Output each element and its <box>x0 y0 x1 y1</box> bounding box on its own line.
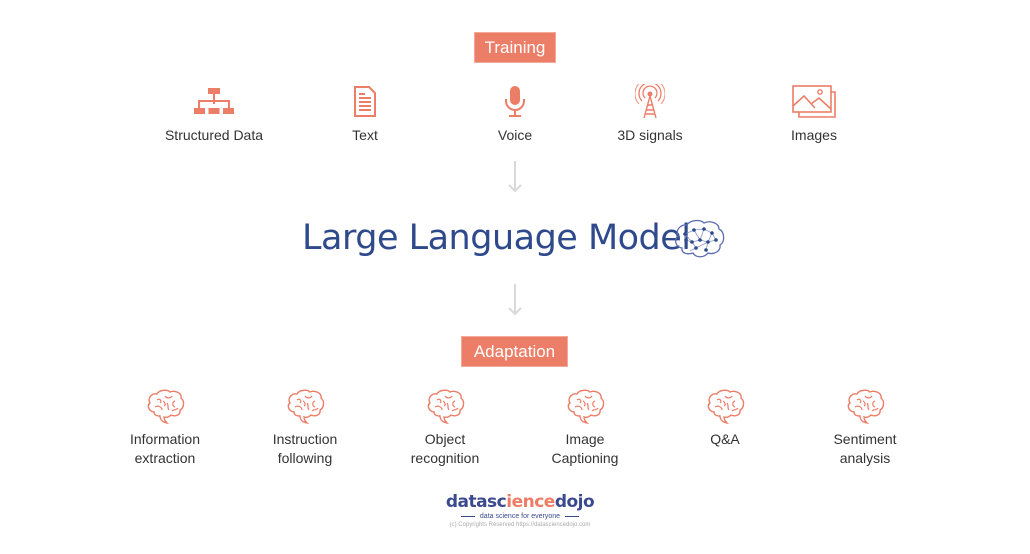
task-label-line2: following <box>277 450 333 466</box>
model-title: Large Language Model <box>302 218 691 258</box>
adaptation-badge: Adaptation <box>462 337 567 366</box>
input-label: 3D signals <box>617 127 683 143</box>
microphone-icon <box>505 86 525 117</box>
arrow-down-icon <box>508 161 522 193</box>
task-instruction-following: Instruction following <box>235 388 375 468</box>
task-label-line1: Q&A <box>710 431 740 447</box>
task-sentiment-analysis: Sentiment analysis <box>795 388 935 468</box>
brand-wordmark: datasciencedojo <box>445 492 595 512</box>
hierarchy-icon <box>194 88 234 114</box>
input-text: Text <box>295 84 435 145</box>
copyright-text: (c) Copyrights Reserved https://datascie… <box>449 522 591 528</box>
brain-icon <box>707 389 745 424</box>
input-images: Images <box>744 84 884 145</box>
task-label-line2: extraction <box>134 450 196 466</box>
brain-icon <box>147 389 185 424</box>
task-label-line1: Image <box>565 431 605 447</box>
brain-icon <box>847 389 885 424</box>
input-label: Voice <box>497 127 533 143</box>
task-label-line2: Captioning <box>551 450 619 466</box>
input-3d-signals: 3D signals <box>580 84 720 145</box>
task-label-line2: analysis <box>839 450 891 466</box>
input-label: Structured Data <box>164 127 264 143</box>
brand-tagline: data science for everyone <box>420 513 620 520</box>
task-information-extraction: Information extraction <box>95 388 235 468</box>
task-label-line1: Object <box>424 431 466 447</box>
images-icon <box>792 85 836 118</box>
task-label-line1: Instruction <box>272 431 338 447</box>
task-image-captioning: Image Captioning <box>515 388 655 468</box>
document-icon <box>354 86 376 117</box>
antenna-tower-icon <box>635 84 665 119</box>
input-label: Images <box>791 127 837 143</box>
datasciencedojo-logo: datasciencedojo data science for everyon… <box>420 492 620 528</box>
training-badge: Training <box>475 33 555 62</box>
input-label: Text <box>352 127 378 143</box>
task-qa: Q&A <box>655 388 795 449</box>
input-voice: Voice <box>445 84 585 145</box>
brain-icon <box>287 389 325 424</box>
task-object-recognition: Object recognition <box>375 388 515 468</box>
brain-icon <box>427 389 465 424</box>
input-structured-data: Structured Data <box>144 84 284 145</box>
neural-brain-icon <box>675 219 725 258</box>
task-label-line1: Sentiment <box>833 431 897 447</box>
brain-icon <box>567 389 605 424</box>
arrow-down-icon <box>508 284 522 316</box>
task-label-line2: recognition <box>410 450 480 466</box>
task-label-line1: Information <box>129 431 201 447</box>
